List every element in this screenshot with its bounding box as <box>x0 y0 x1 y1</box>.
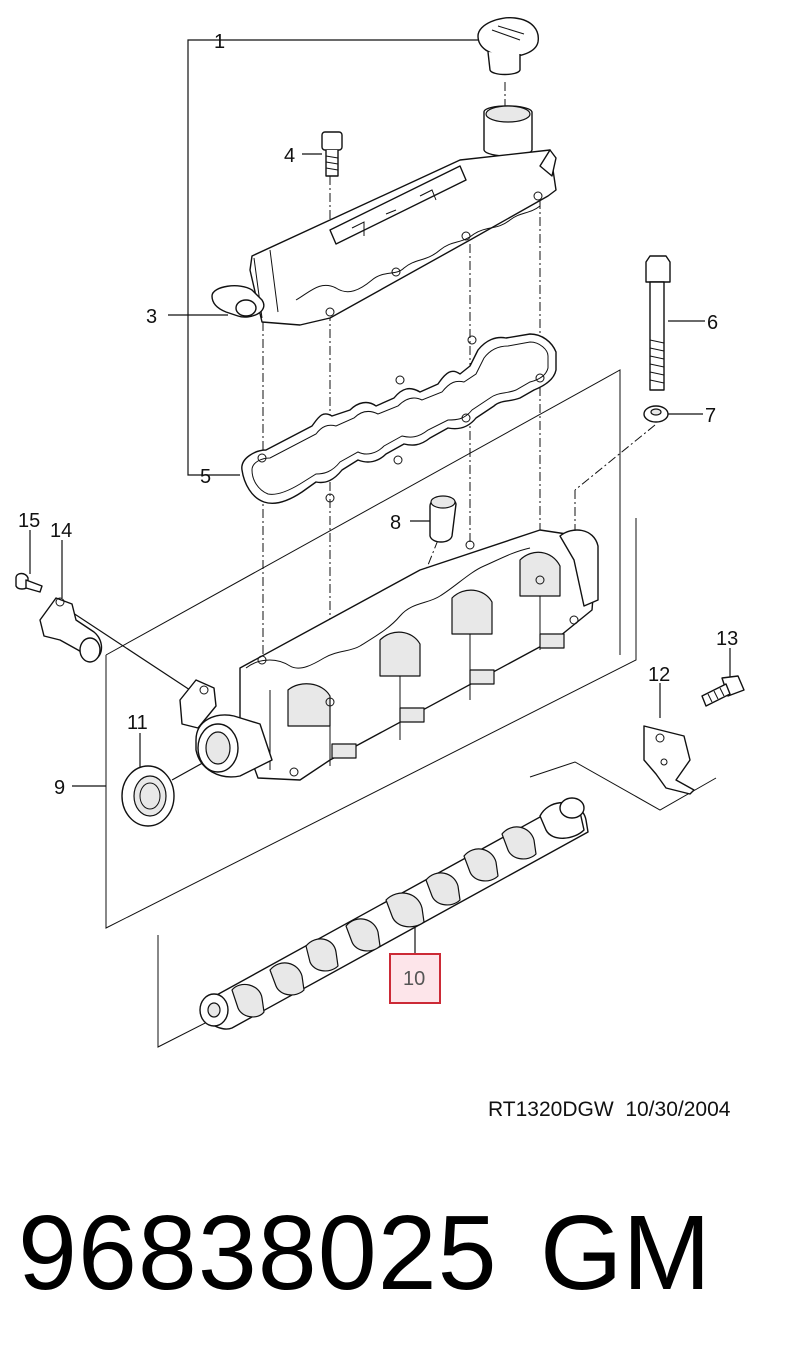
drawing-reference: RT1320DGW 10/30/2004 <box>488 1098 731 1121</box>
callout-8: 8 <box>390 512 401 534</box>
oil-filler-cap <box>477 17 539 157</box>
callout-9: 9 <box>54 777 65 799</box>
callout-5: 5 <box>200 466 211 488</box>
callout-labels: 1 4 3 6 7 5 8 15 14 13 12 11 9 10 <box>18 31 738 1004</box>
highlight-box <box>389 953 441 1004</box>
callout-6: 6 <box>707 312 718 334</box>
cover-gasket <box>241 333 557 504</box>
cover-bolt <box>321 131 343 177</box>
callout-13: 13 <box>716 628 738 650</box>
callout-14: 14 <box>50 520 72 542</box>
bracket <box>643 725 695 795</box>
part-number: 96838025 <box>18 1194 498 1312</box>
camshaft <box>199 797 589 1030</box>
callout-4: 4 <box>284 145 295 167</box>
oil-seal <box>121 765 175 827</box>
deflector <box>429 495 457 543</box>
camshaft-housing <box>179 529 599 781</box>
callout-3: 3 <box>146 306 157 328</box>
callout-11: 11 <box>127 712 148 734</box>
callout-1: 1 <box>214 31 225 53</box>
callout-12: 12 <box>648 664 670 686</box>
bracket-bolt <box>701 675 745 707</box>
sensor-screw <box>15 572 43 593</box>
callout-7: 7 <box>705 405 716 427</box>
brand-name: GM <box>540 1194 711 1312</box>
callout-15: 15 <box>18 510 40 532</box>
washer <box>643 405 669 423</box>
leader-lines <box>29 39 731 954</box>
callout-10: 10 <box>403 968 425 990</box>
camshaft-sensor <box>39 597 103 663</box>
long-bolt <box>645 255 671 391</box>
cylinder-head-cover <box>211 149 557 326</box>
